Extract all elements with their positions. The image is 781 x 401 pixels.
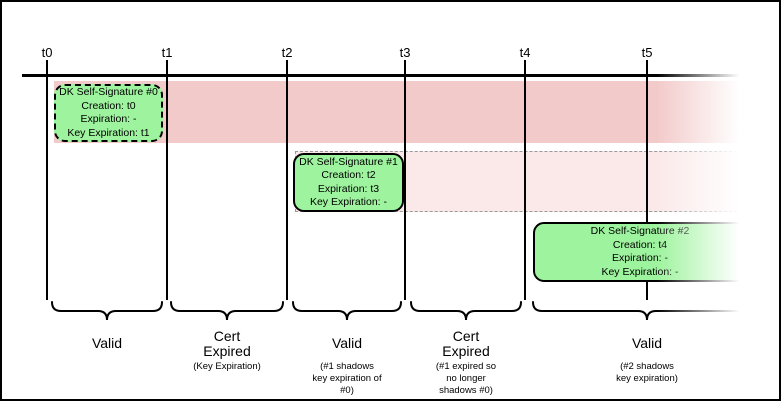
period-3: Cert Expired (#1 expired so no longer sh… <box>391 328 541 397</box>
signature-details: Creation: t0 Expiration: - Key Expiratio… <box>67 99 150 139</box>
tick-label-t1: t1 <box>161 45 173 60</box>
signature-box-2: DK Self-Signature #2 Creation: t4 Expira… <box>533 222 747 282</box>
expired-band-signature-0 <box>54 81 747 143</box>
signature-details: Creation: t4 Expiration: - Key Expiratio… <box>601 238 679 278</box>
signature-title: DK Self-Signature #0 <box>59 86 158 98</box>
period-2: Valid (#1 shadows key expiration of #0) <box>272 328 422 397</box>
signature-details: Creation: t2 Expiration: t3 Key Expirati… <box>309 169 388 208</box>
underbrace-period-1 <box>170 301 284 321</box>
period-sublabel: (#1 shadows key expiration of #0) <box>312 361 382 396</box>
underbrace-period-0 <box>51 301 163 321</box>
signature-title: DK Self-Signature #1 <box>299 155 398 168</box>
tick-label-t3: t3 <box>399 45 411 60</box>
period-4: Valid (#2 shadows key expiration) <box>572 328 722 385</box>
timeline-axis <box>22 74 749 77</box>
tick-label-t2: t2 <box>281 45 293 60</box>
tick-line-t0 <box>46 60 48 300</box>
period-sublabel: (#2 shadows key expiration) <box>616 361 678 384</box>
underbrace-period-2 <box>292 301 402 321</box>
period-label: Cert Expired <box>203 327 251 359</box>
signature-title: DK Self-Signature #2 <box>590 225 690 237</box>
period-label: Valid <box>331 335 363 351</box>
period-1: Cert Expired (Key Expiration) <box>152 328 302 373</box>
period-sublabel: (Key Expiration) <box>193 361 261 372</box>
tick-line-t3 <box>404 60 406 300</box>
period-label: Valid <box>631 335 663 351</box>
signature-box-0: DK Self-Signature #0 Creation: t0 Expira… <box>54 84 163 142</box>
period-label: Valid <box>91 335 123 351</box>
tick-label-t5: t5 <box>641 45 653 60</box>
tick-label-t0: t0 <box>41 45 53 60</box>
tick-line-t4 <box>524 60 526 300</box>
tick-line-t1 <box>166 60 168 300</box>
signature-box-1: DK Self-Signature #1 Creation: t2 Expira… <box>293 153 404 212</box>
period-label: Cert Expired <box>442 327 490 359</box>
tick-line-t2 <box>286 60 288 300</box>
underbrace-period-4 <box>532 301 762 321</box>
underbrace-period-3 <box>410 301 522 321</box>
period-0: Valid <box>32 328 182 361</box>
tick-line-t5 <box>646 60 648 300</box>
tick-label-t4: t4 <box>519 45 531 60</box>
period-sublabel: (#1 expired so no longer shadows #0) <box>435 361 497 396</box>
